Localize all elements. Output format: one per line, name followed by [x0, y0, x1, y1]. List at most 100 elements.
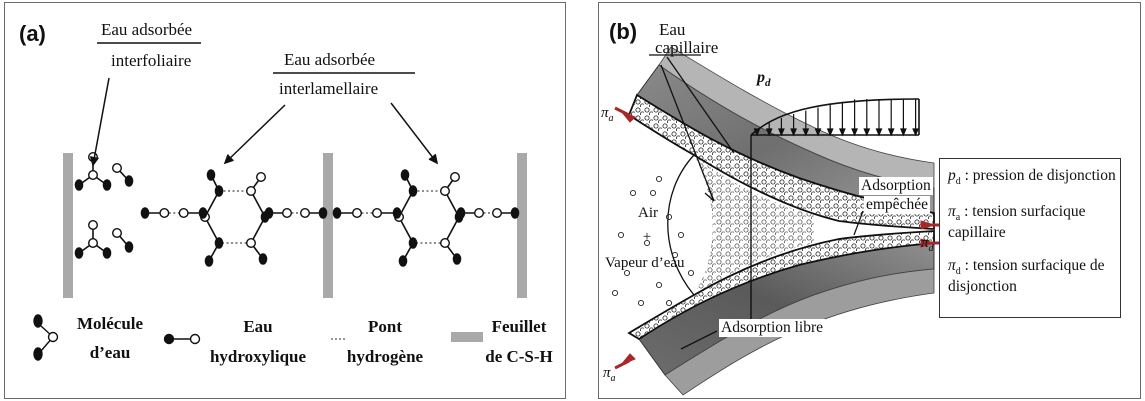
air-bubble: [617, 231, 625, 239]
legend-feuillet-line1: Feuillet: [491, 317, 547, 336]
legend-hydrogen: [33, 347, 43, 361]
oxygen-atom: [87, 237, 98, 248]
legend-hydrogen: [163, 333, 175, 345]
pressure-arrow-head: [814, 128, 822, 137]
hydrogen-atom: [258, 253, 268, 265]
adsorption-libre-label: Adsorption libre: [719, 319, 826, 337]
oxygen-atom: [282, 207, 293, 218]
pressure-arrow-head: [900, 128, 907, 137]
legend-pi-d: πd : tension surfacique de disjonction: [948, 257, 1105, 295]
air-bubble: [671, 251, 679, 259]
legend-molecule-line2: d’eau: [89, 343, 131, 362]
oxygen-atom: [245, 237, 256, 248]
oxygen-atom: [450, 171, 461, 182]
hydrogen-atom: [318, 207, 328, 219]
eau-interlamellaire-line2: interlamellaire: [279, 79, 379, 98]
legend-pd: pd : pression de disjonction: [948, 167, 1116, 188]
air-bubble: [637, 299, 645, 307]
oxygen-atom: [111, 227, 122, 238]
hydrogen-atom: [102, 247, 112, 259]
meniscus-line: [667, 154, 695, 296]
panel-a-label: (a): [19, 21, 46, 46]
air-bubble: [629, 189, 637, 197]
hydrogen-atom: [408, 185, 418, 197]
arrow-head: [428, 154, 439, 165]
legend-oxygen: [47, 331, 59, 343]
oxygen-atom: [111, 162, 122, 173]
oxygen-atom: [159, 207, 170, 218]
legend-molecule-line1: Molécule: [76, 314, 144, 333]
adsorption-empechee-line2: empêchée: [864, 196, 930, 214]
legend-hydrogen: [33, 314, 43, 328]
pointer-arrow: [224, 104, 286, 164]
eau-capillaire-leader: [660, 64, 715, 202]
oxygen-atom: [474, 207, 485, 218]
adsorption-empechee-leader: [853, 210, 864, 236]
capillary-meniscus: [694, 155, 814, 295]
air-bubble: [665, 213, 673, 221]
air-bubble: [643, 239, 651, 247]
pressure-arrow-head: [826, 128, 834, 137]
pi-a-top-symbol: πa: [601, 105, 614, 124]
panel-a: (a) Eau adsorbée interfoliaire Eau adsor…: [4, 2, 566, 399]
eau-interlamellaire-line1: Eau adsorbée: [284, 50, 376, 69]
lower-grain-light: [664, 268, 935, 396]
csh-sheet: [323, 153, 333, 298]
hydrogen-atom: [456, 207, 466, 219]
hydrogen-atom: [452, 253, 462, 265]
arrow-head: [89, 156, 99, 167]
hydrogen-atom: [392, 207, 402, 219]
air-bubble: [649, 189, 657, 197]
pi-arrows: [614, 106, 944, 370]
oxygen-atom: [440, 237, 451, 248]
hydrogen-atom: [140, 207, 150, 219]
air-bubble: [655, 281, 663, 289]
oxygen-atom: [492, 207, 503, 218]
pi-d-symbol: πd: [921, 235, 934, 254]
pi-a-bottom-symbol: πa: [603, 365, 616, 384]
hydrogen-atom: [206, 169, 216, 181]
pressure-arrow-head: [875, 128, 883, 137]
panel-a-diagram: [33, 42, 527, 361]
csh-sheet: [63, 153, 73, 298]
oxygen-atom: [372, 207, 383, 218]
panel-b-legend: pd : pression de disjonction πa : tensio…: [939, 158, 1121, 318]
eau-capillaire-leader-2: [666, 56, 735, 154]
oxygen-atom: [245, 185, 256, 196]
pressure-arrow-head: [778, 128, 785, 137]
legend-pont-line2: hydrogène: [346, 347, 424, 366]
eau-capillaire-line1: Eau: [659, 20, 686, 39]
legend-sheet: [451, 332, 483, 342]
legend-pont-line1: Pont: [368, 317, 402, 336]
arrow-head: [223, 154, 234, 165]
adsorption-libre-leader: [680, 330, 718, 350]
oxygen-atom: [87, 169, 98, 180]
vapeur-label: Vapeur d’eau: [605, 255, 685, 271]
hydrogen-atom: [214, 237, 224, 249]
hydrogen-atom: [510, 207, 520, 219]
hydrogen-atom: [124, 175, 134, 187]
pressure-arrow-head: [790, 128, 797, 137]
csh-sheet: [517, 153, 527, 298]
air-bubble: [687, 269, 695, 277]
hydrogen-atom: [214, 185, 224, 197]
air-bubble: [611, 289, 619, 297]
oxygen-atom: [87, 219, 98, 230]
oxygen-atom: [440, 185, 451, 196]
oxygen-atom: [300, 207, 311, 218]
adsorption-empechee-line1: Adsorption: [859, 177, 933, 195]
oxygen-atom: [352, 207, 363, 218]
pressure-arrow-head: [912, 128, 919, 137]
upper-grain-light: [658, 46, 935, 189]
pressure-arrow-head: [863, 128, 871, 137]
eau-capillaire-line2: capillaire: [655, 38, 719, 57]
plus-label: +: [642, 229, 652, 245]
pressure-arrow-head: [851, 128, 858, 137]
pressure-arrow-head: [753, 128, 761, 137]
hydrogen-atom: [398, 255, 408, 267]
air-bubble: [665, 299, 673, 307]
legend-hydroxylique-line2: hydroxylique: [209, 347, 307, 366]
hydrogen-atom: [332, 207, 342, 219]
air-bubble: [623, 269, 631, 277]
pressure-arrow-head: [802, 128, 810, 137]
